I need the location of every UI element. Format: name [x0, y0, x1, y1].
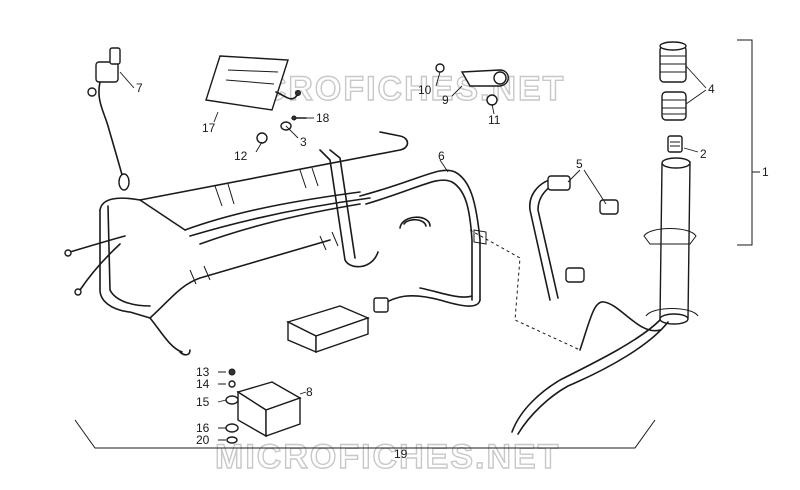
- part-clamp-bracket: [435, 63, 509, 106]
- callout-2: 2: [700, 147, 707, 161]
- callout-19: 19: [394, 447, 408, 461]
- callout-15: 15: [196, 395, 210, 409]
- part-fitting-2: [667, 135, 683, 153]
- callout-1: 1: [762, 165, 769, 179]
- callout-7: 7: [136, 81, 143, 95]
- callout-18: 18: [316, 111, 330, 125]
- callout-20: 20: [196, 433, 210, 447]
- part-caps-4: [659, 41, 687, 121]
- part-ring-clip: [399, 216, 431, 229]
- callout-13: 13: [196, 365, 210, 379]
- callout-8: 8: [306, 385, 313, 399]
- callout-10: 10: [418, 83, 432, 97]
- callout-11: 11: [488, 113, 501, 127]
- part-nut-12: [256, 132, 268, 144]
- part-ignition-switch: [87, 47, 130, 191]
- part-control-unit: [286, 305, 370, 354]
- part-hardware-stack: [225, 368, 239, 444]
- callout-5: 5: [576, 157, 583, 171]
- leader-lines: [119, 65, 707, 441]
- part-control-unit-8: [236, 381, 302, 438]
- bracket-1: [737, 39, 753, 246]
- callout-3: 3: [300, 135, 307, 149]
- callout-17: 17: [202, 121, 216, 135]
- callout-12: 12: [234, 149, 248, 163]
- dashed-guide: [469, 229, 581, 351]
- callout-6: 6: [438, 149, 445, 163]
- part-dash-panel: [205, 55, 301, 111]
- callout-14: 14: [196, 377, 210, 391]
- watermark-bottom: MICROFICHES.NET: [215, 438, 560, 476]
- part-bracket-5: [529, 175, 619, 301]
- callout-4: 4: [708, 82, 715, 96]
- callout-16: 16: [196, 421, 210, 435]
- part-bolt-washer: [280, 115, 307, 131]
- callout-9: 9: [442, 93, 449, 107]
- part-wiring-harness: [64, 131, 409, 356]
- part-tube-assembly: [511, 157, 699, 435]
- bracket-19: [74, 419, 656, 449]
- part-cable-6: [359, 169, 487, 313]
